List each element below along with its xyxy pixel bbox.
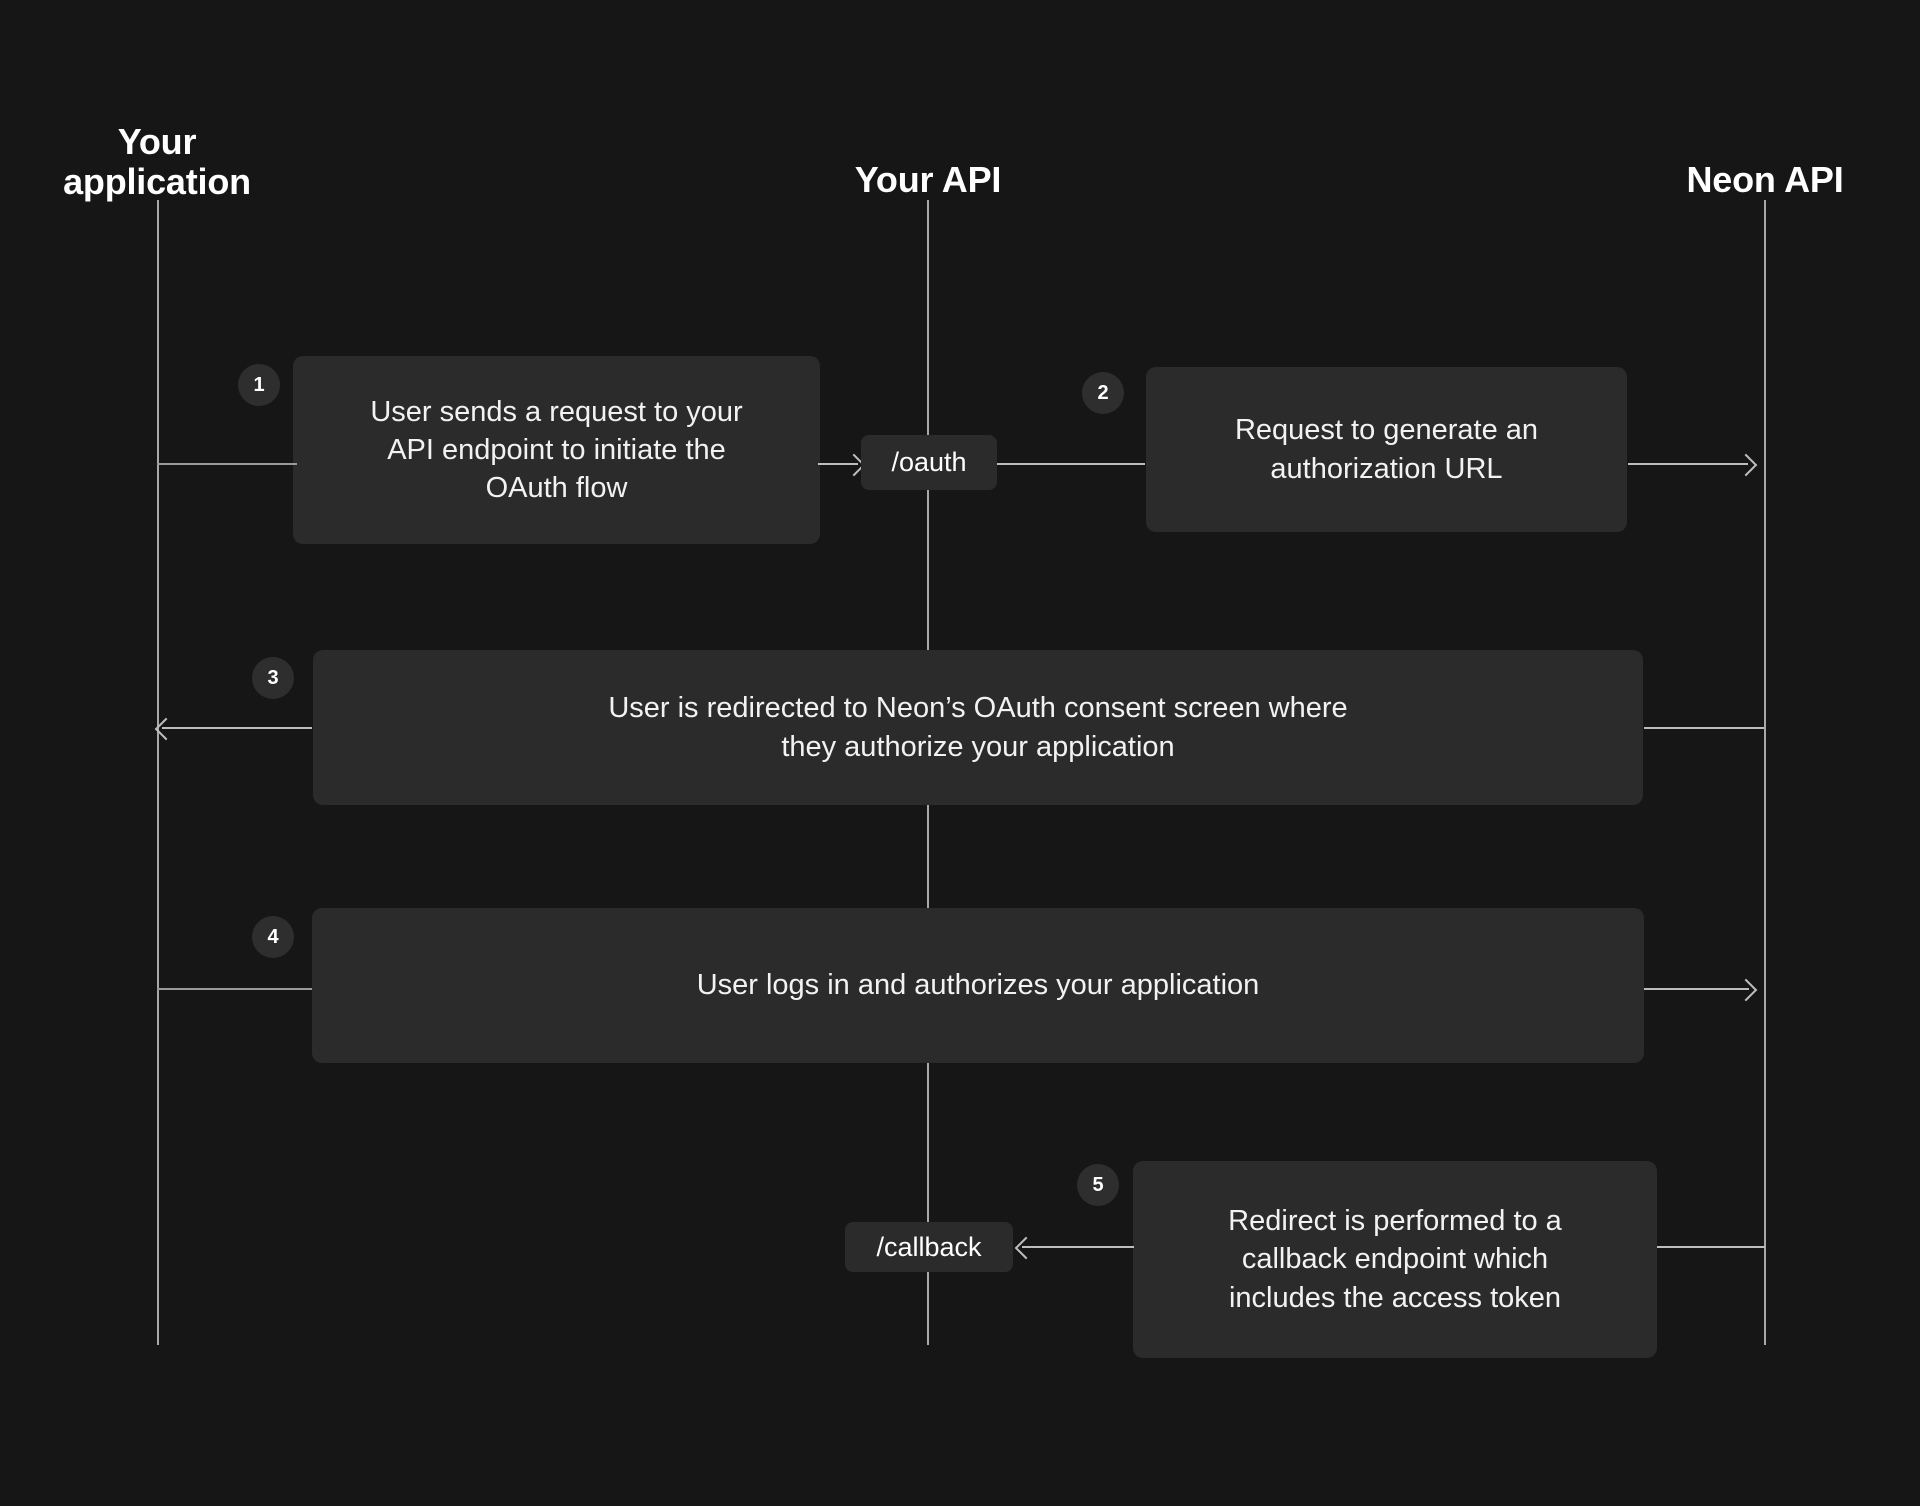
- message-box-step-1: User sends a request to your API endpoin…: [293, 356, 820, 544]
- connector-step-1-out: [818, 463, 858, 465]
- step-badge-2: 2: [1082, 372, 1124, 414]
- connector-step-3-in: [1644, 727, 1764, 729]
- arrow-head-step-2: [1734, 453, 1758, 477]
- step-badge-5: 5: [1077, 1164, 1119, 1206]
- arrow-head-step-5: [1014, 1236, 1038, 1260]
- connector-step-5-out: [1022, 1246, 1134, 1248]
- step-badge-3: 3: [252, 657, 294, 699]
- lifeline-your-application: [157, 200, 159, 1345]
- message-box-step-2: Request to generate an authorization URL: [1146, 367, 1627, 532]
- endpoint-pill-oauth[interactable]: /oauth: [861, 435, 997, 490]
- message-text-step-4: User logs in and authorizes your applica…: [696, 969, 1260, 1002]
- lane-header-your-application: Your application: [63, 121, 251, 203]
- message-text-step-2: Request to generate an authorization URL: [1234, 414, 1539, 485]
- message-text-step-5: Redirect is performed to a callback endp…: [1228, 1205, 1562, 1314]
- lifeline-neon-api: [1764, 200, 1766, 1345]
- connector-step-4-in: [157, 988, 312, 990]
- connector-step-3-out: [162, 727, 312, 729]
- connector-step-1-in: [157, 463, 297, 465]
- arrow-head-step-4: [1734, 978, 1758, 1002]
- message-box-step-3: User is redirected to Neon’s OAuth conse…: [313, 650, 1643, 805]
- connector-step-2-in: [997, 463, 1145, 465]
- message-box-step-4: User logs in and authorizes your applica…: [312, 908, 1644, 1063]
- step-badge-4: 4: [252, 916, 294, 958]
- lane-header-neon-api: Neon API: [1686, 159, 1844, 200]
- connector-step-5-in: [1657, 1246, 1765, 1248]
- message-text-step-1: User sends a request to your API endpoin…: [370, 395, 743, 505]
- connector-step-2-out: [1628, 463, 1748, 465]
- lane-header-your-api: Your API: [854, 159, 1002, 200]
- endpoint-pill-callback[interactable]: /callback: [845, 1222, 1013, 1272]
- connector-step-4-out: [1644, 988, 1749, 990]
- message-box-step-5: Redirect is performed to a callback endp…: [1133, 1161, 1657, 1358]
- message-text-step-3: User is redirected to Neon’s OAuth conse…: [608, 692, 1348, 763]
- step-badge-1: 1: [238, 364, 280, 406]
